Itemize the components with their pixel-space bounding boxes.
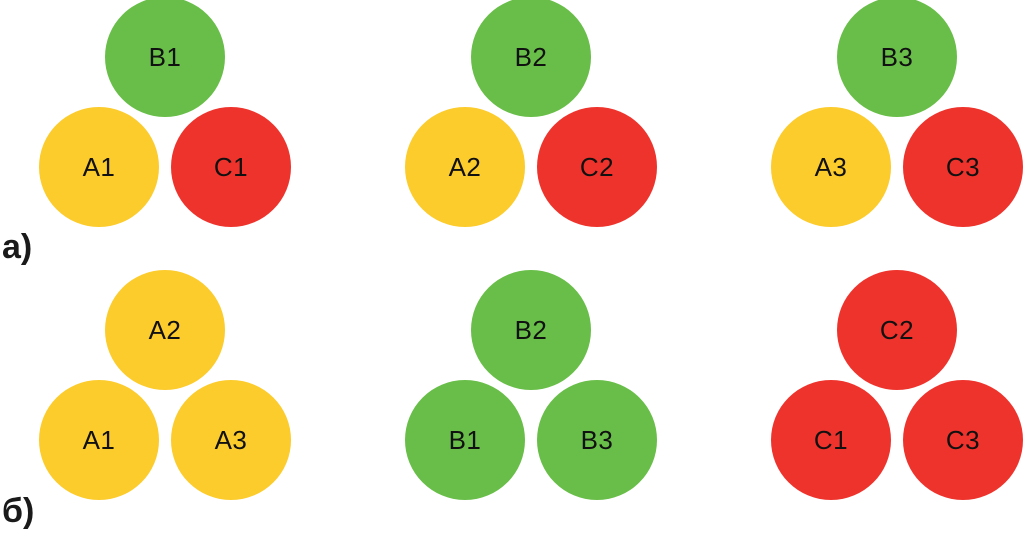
circle-bottom-right-row2-group3: C3 — [903, 380, 1023, 500]
circle-bottom-left-row2-group1: A1 — [39, 380, 159, 500]
circle-bottom-right-row2-group1: A3 — [171, 380, 291, 500]
row-label-1: а) — [2, 228, 33, 266]
circle-top-row2-group2: B2 — [471, 270, 591, 390]
circle-bottom-left-row1-group2: A2 — [405, 107, 525, 227]
circle-top-row1-group3: B3 — [837, 0, 957, 117]
row-label-2: б) — [2, 492, 35, 530]
circle-top-row1-group2: B2 — [471, 0, 591, 117]
circle-top-row2-group3: C2 — [837, 270, 957, 390]
circle-bottom-right-row2-group2: B3 — [537, 380, 657, 500]
circle-top-row2-group1: A2 — [105, 270, 225, 390]
circle-bottom-left-row2-group3: C1 — [771, 380, 891, 500]
circle-bottom-left-row1-group1: A1 — [39, 107, 159, 227]
circle-top-row1-group1: B1 — [105, 0, 225, 117]
circle-bottom-right-row1-group2: C2 — [537, 107, 657, 227]
circle-bottom-left-row1-group3: A3 — [771, 107, 891, 227]
circle-bottom-left-row2-group2: B1 — [405, 380, 525, 500]
circle-bottom-right-row1-group3: C3 — [903, 107, 1023, 227]
circle-bottom-right-row1-group1: C1 — [171, 107, 291, 227]
